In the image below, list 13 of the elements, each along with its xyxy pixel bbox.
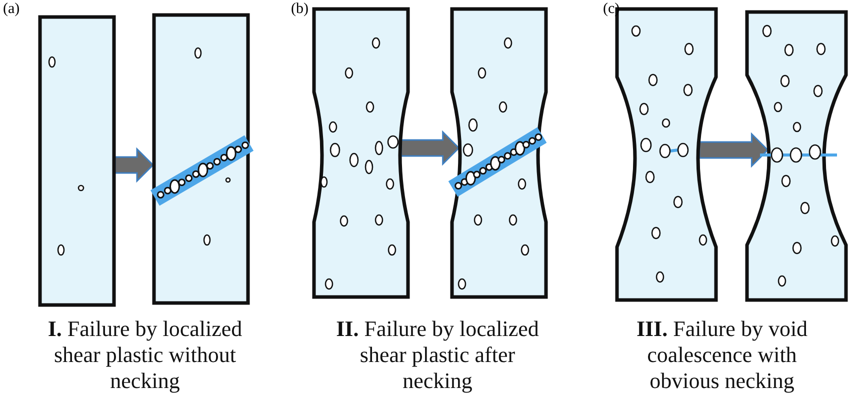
arrow <box>698 132 769 168</box>
panel-label: (a) <box>3 2 20 17</box>
panel-label: (b) <box>291 2 308 17</box>
panel-label: (c) <box>603 2 620 17</box>
specimen-drawing <box>38 15 116 307</box>
caption-text: I. Failure by localized shear plastic without necking <box>46 316 244 394</box>
specimen-drawing <box>745 10 848 302</box>
caption-text: III. Failure by void coalescence with obvious necking <box>635 316 809 394</box>
caption-text: II. Failure by localized shear plastic after necking <box>335 316 540 394</box>
specimen-drawing <box>312 7 410 299</box>
arrow <box>400 130 460 166</box>
arrow <box>114 147 154 183</box>
specimen-drawing <box>450 7 548 299</box>
